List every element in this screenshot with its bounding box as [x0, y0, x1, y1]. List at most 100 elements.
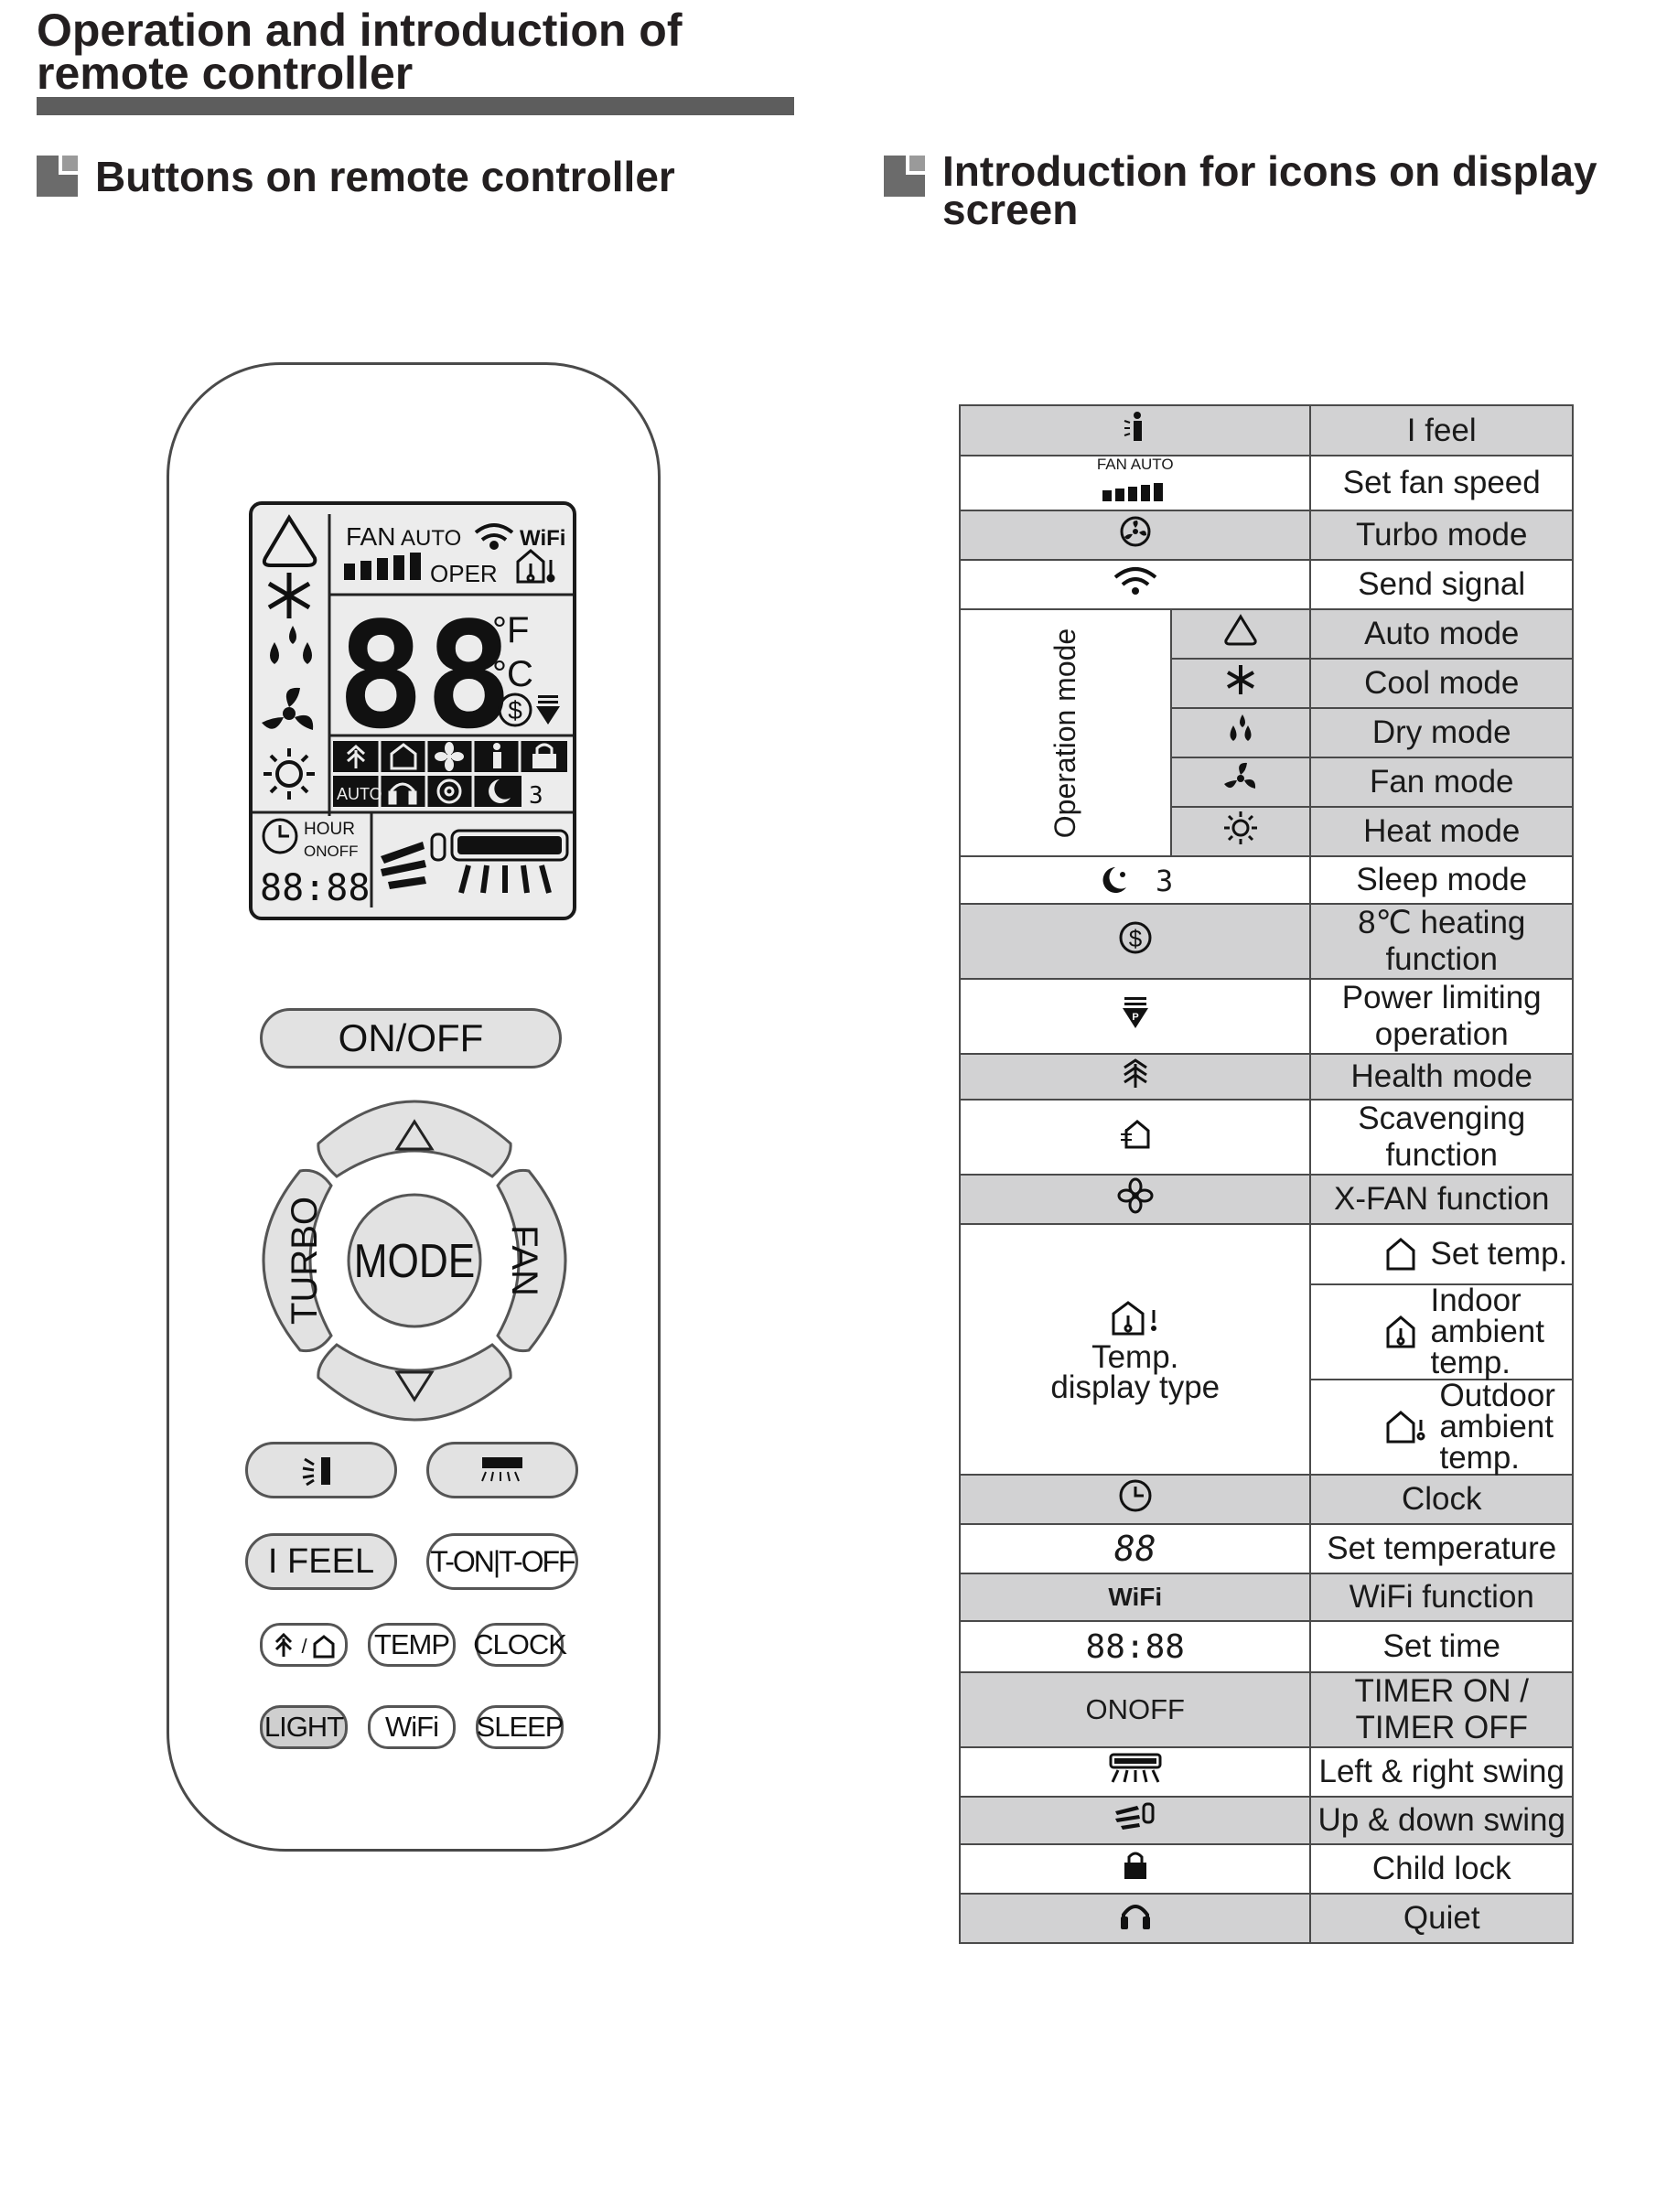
- table-row: Scavenging function: [958, 1099, 1574, 1176]
- scavenging-icon: [390, 743, 417, 770]
- table-row: ONOFF TIMER ON / TIMER OFF: [958, 1671, 1574, 1748]
- left-right-swing-button[interactable]: [426, 1442, 578, 1498]
- temp-button[interactable]: TEMP: [368, 1623, 456, 1667]
- health-scavenging-button[interactable]: /: [260, 1623, 348, 1667]
- table-label: I feel: [1309, 404, 1574, 456]
- table-icon-cell: [958, 1843, 1312, 1895]
- power-limit-icon: [536, 695, 560, 725]
- on-off-button[interactable]: ON/OFF: [260, 1008, 562, 1068]
- table-icon-cell: [958, 510, 1312, 561]
- table-row: 88:88 Set time: [958, 1620, 1574, 1673]
- table-label: Fan mode: [1309, 757, 1574, 808]
- set-temperature-icon: 88: [958, 1523, 1312, 1574]
- table-row: Up & down swing: [958, 1796, 1574, 1845]
- table-row: Dry mode: [960, 707, 1574, 758]
- table-icon-cell: [958, 1174, 1312, 1225]
- table-icon-cell: [958, 1796, 1312, 1845]
- indoor-temp-label-line1: Indoor ambient: [1430, 1283, 1544, 1349]
- x-fan-icon: [435, 742, 464, 771]
- wifi-text-icon: WiFi: [958, 1573, 1312, 1622]
- lcd-onoff: ONOFF: [304, 843, 359, 860]
- table-row: Outdoor ambient temp.: [960, 1379, 1574, 1476]
- up-button[interactable]: [317, 1100, 512, 1178]
- fan-button[interactable]: [496, 1168, 567, 1353]
- table-row: Health mode: [958, 1053, 1574, 1101]
- auto-mode-icon: [1224, 613, 1258, 645]
- table-label: Send signal: [1309, 559, 1574, 610]
- table-row: Temp. display type Set temp.: [958, 1223, 1574, 1476]
- temp-display-type-cell: Temp. display type: [958, 1223, 1312, 1476]
- outdoor-temp-label-line2: temp.: [1439, 1440, 1521, 1476]
- auto-mode-icon: [262, 514, 317, 567]
- set-temp-label: Set temp.: [1430, 1236, 1568, 1272]
- up-down-swing-button[interactable]: [245, 1442, 397, 1498]
- table-icon-cell: [958, 404, 1312, 456]
- table-row: Left & right swing: [958, 1746, 1574, 1798]
- svg-text:P: P: [1132, 1012, 1138, 1023]
- table-row: P Power limiting operation: [958, 978, 1574, 1055]
- table-icon-cell: [1170, 806, 1312, 857]
- table-label: Quiet: [1309, 1893, 1574, 1944]
- section-marker-icon: [37, 156, 78, 197]
- timer-on-off-button[interactable]: T-ON|T-OFF: [426, 1533, 578, 1590]
- up-down-swing-icon: [302, 1457, 330, 1487]
- table-label: Cool mode: [1309, 658, 1574, 709]
- table-label: Set time: [1309, 1620, 1574, 1673]
- table-row: $ 8℃ heating function: [958, 903, 1574, 980]
- fan-speed-icon: [344, 553, 421, 580]
- lcd-contents: FAN AUTO WiFi OPER 88 °F °C $: [253, 514, 573, 909]
- down-button[interactable]: [317, 1343, 512, 1422]
- droplets-icon: [1230, 714, 1252, 741]
- i-feel-icon: [493, 743, 501, 768]
- lcd-hour: HOUR: [304, 820, 355, 839]
- table-row: Cool mode: [960, 658, 1574, 709]
- up-arrow-icon: [394, 1119, 435, 1151]
- turbo-icon: [436, 778, 462, 804]
- lcd-digits: 88: [337, 590, 513, 761]
- left-right-swing-icon: [450, 829, 569, 894]
- power-limit-icon: P: [1122, 996, 1148, 1028]
- lcd-auto-label: AUTO: [401, 526, 461, 551]
- table-row: 3 Sleep mode: [958, 855, 1574, 905]
- clock-icon: [262, 818, 298, 854]
- table-icon-cell: [1170, 757, 1312, 808]
- table-label: 8℃ heating function: [1309, 903, 1574, 980]
- lcd-sleep-number: 3: [529, 782, 543, 810]
- table-row: Operation mode Auto mode: [958, 608, 1574, 857]
- left-right-swing-icon: [1109, 1753, 1162, 1783]
- table-label: Sleep mode: [1309, 855, 1574, 905]
- snowflake-icon: [267, 573, 311, 618]
- health-icon: [1123, 1058, 1147, 1088]
- operation-mode-label: Operation mode: [1048, 628, 1082, 839]
- table-label: Set temperature: [1309, 1523, 1574, 1574]
- temp-display-label-line1: Temp.: [1091, 1338, 1179, 1375]
- table-icon-cell: [958, 1893, 1312, 1944]
- table-label: Auto mode: [1309, 608, 1574, 660]
- turbo-label: TURBO: [285, 1197, 325, 1325]
- fan-auto-text: FAN AUTO: [1096, 456, 1174, 473]
- wifi-button[interactable]: WiFi: [368, 1705, 456, 1749]
- lcd-oper-label: OPER: [430, 560, 498, 587]
- table-row: WiFi WiFi function: [958, 1573, 1574, 1622]
- turbo-button[interactable]: [262, 1168, 333, 1353]
- sleep-button[interactable]: SLEEP: [476, 1705, 564, 1749]
- table-icon-cell: [958, 1746, 1312, 1798]
- table-row: 88 Set temperature: [958, 1523, 1574, 1574]
- i-feel-button[interactable]: I FEEL: [245, 1533, 397, 1590]
- outdoor-temp-house-icon: [1386, 1411, 1425, 1444]
- fan-speed-icon: [1102, 483, 1163, 501]
- lcd-fan-label: FAN: [346, 522, 395, 551]
- table-icon-cell: 3: [958, 855, 1312, 905]
- svg-text:$: $: [508, 696, 522, 725]
- clock-button[interactable]: CLOCK: [473, 1623, 567, 1667]
- temp-display-item: Set temp.: [1309, 1223, 1574, 1285]
- table-label: Health mode: [1309, 1053, 1574, 1101]
- mode-button[interactable]: [347, 1193, 482, 1328]
- fan-icon: [262, 687, 314, 730]
- temp-display-label-line2: display type: [1050, 1369, 1220, 1405]
- lcd-feature-row1: [333, 741, 567, 772]
- light-button[interactable]: LIGHT: [260, 1705, 348, 1749]
- table-label: X-FAN function: [1309, 1174, 1574, 1225]
- signal-icon: [474, 523, 514, 550]
- table-row: Fan mode: [960, 757, 1574, 808]
